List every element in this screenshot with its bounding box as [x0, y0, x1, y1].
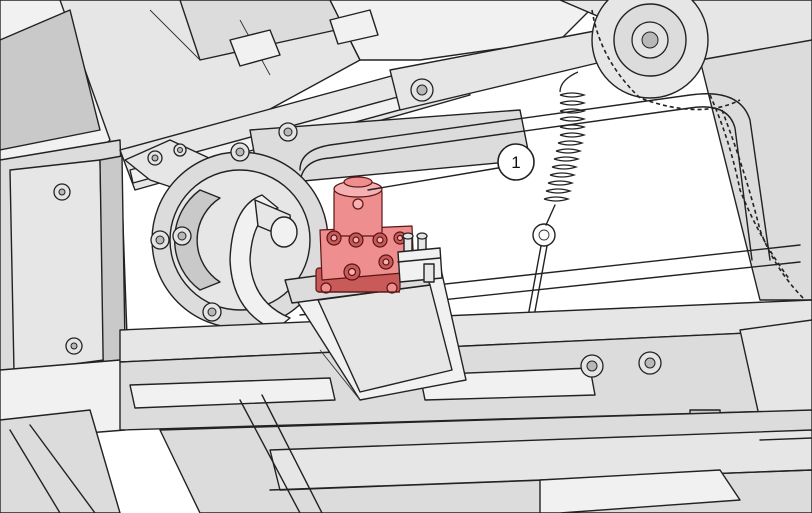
left-frame	[0, 139, 131, 513]
valve-fittings	[397, 232, 443, 283]
callout-1: 1	[367, 143, 535, 191]
background-structure	[0, 0, 812, 301]
mount-bracket	[124, 122, 329, 331]
valve-assembly-icon	[315, 176, 415, 294]
callout-1-circle	[497, 143, 535, 181]
sprocket-drive	[591, 0, 806, 301]
callout-1-label: 1	[511, 153, 520, 172]
lower-beams	[119, 299, 812, 513]
